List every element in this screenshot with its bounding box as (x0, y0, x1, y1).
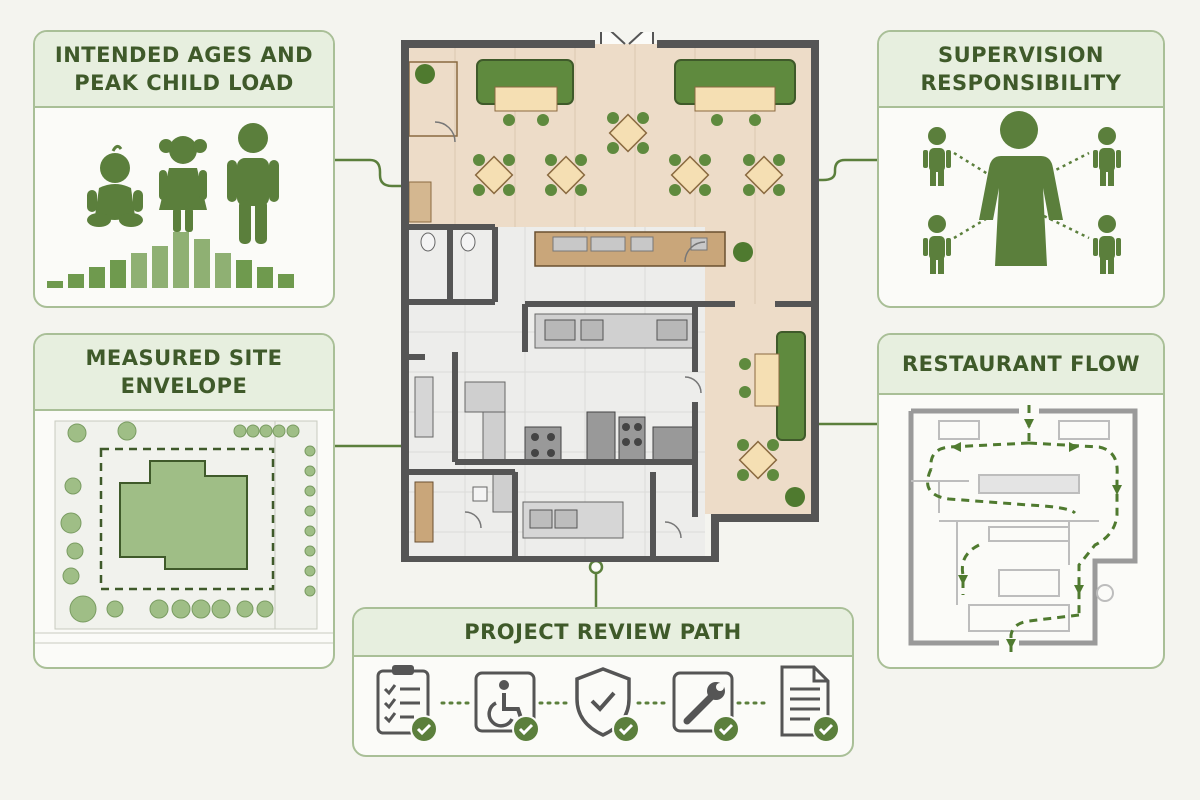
histogram-bar (131, 253, 147, 288)
histogram-bar (236, 260, 252, 288)
histogram-bar (68, 274, 84, 288)
child-icon (923, 215, 951, 274)
adult-supervisor-icon (979, 111, 1063, 266)
child-icon (1093, 215, 1121, 274)
interior-doors (434, 121, 706, 539)
connector-dot-review (588, 559, 604, 575)
shield-check-icon (575, 667, 640, 743)
panel-restaurant-flow: RESTAURANT FLOW (877, 333, 1165, 669)
review-steps (376, 665, 840, 743)
histogram-bar (47, 281, 63, 288)
chairs (473, 112, 785, 481)
panel-title: RESTAURANT FLOW (879, 335, 1163, 395)
child-girl-icon (159, 136, 207, 232)
child-older-icon (227, 123, 279, 244)
supervision-illustration (923, 111, 1121, 274)
histogram-bar (152, 246, 168, 288)
panel-intended-ages: INTENDED AGES AND PEAK CHILD LOAD (33, 30, 335, 308)
booth-right (674, 59, 796, 126)
panel-title: PROJECT REVIEW PATH (354, 609, 852, 657)
booth-left (476, 59, 574, 126)
panel-title: SUPERVISION RESPONSIBILITY (879, 32, 1163, 108)
histogram-bar (110, 260, 126, 288)
histogram-bar (173, 232, 189, 288)
restaurant-floor-plan (401, 32, 819, 562)
child-load-histogram (47, 232, 294, 288)
panel-supervision: SUPERVISION RESPONSIBILITY (877, 30, 1165, 308)
booth-side (754, 331, 806, 441)
child-icon (923, 127, 951, 186)
wrench-icon (672, 671, 740, 743)
panel-measured-site: MEASURED SITE ENVELOPE (33, 333, 335, 669)
histogram-bar (215, 253, 231, 288)
ages-illustration (47, 123, 294, 288)
panel-project-review: PROJECT REVIEW PATH (352, 607, 854, 757)
clipboard-checklist-icon (376, 665, 438, 743)
panel-title: INTENDED AGES AND PEAK CHILD LOAD (35, 32, 333, 108)
histogram-bar (194, 239, 210, 288)
histogram-bar (89, 267, 105, 288)
restaurant-flow-diagram (908, 405, 1138, 657)
site-plan-illustration (35, 420, 333, 644)
dining-tables (474, 113, 784, 480)
child-icon (1093, 127, 1121, 186)
panel-title: MEASURED SITE ENVELOPE (35, 335, 333, 411)
baby-icon (87, 144, 143, 227)
entry-door (600, 32, 654, 45)
walls (401, 40, 819, 562)
accessibility-icon (474, 671, 540, 743)
restroom-fixtures (420, 232, 488, 502)
plants (415, 64, 805, 507)
histogram-bar (257, 267, 273, 288)
document-icon (780, 665, 840, 743)
host-stand (408, 181, 432, 223)
histogram-bar (278, 274, 294, 288)
